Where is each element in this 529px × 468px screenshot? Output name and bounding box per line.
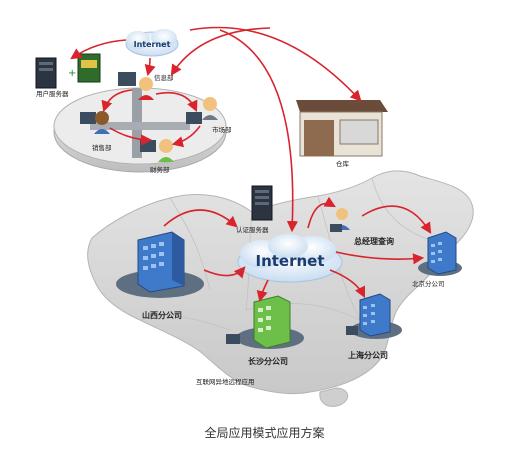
shanghai-branch: 上海分公司 [346,293,402,360]
arrow-marketing-to-finance [171,125,201,148]
remote-app-label: 互联网异地远程应用 [196,377,255,386]
arrow-cloud-to-server [70,39,127,60]
it-dept-label: 信息部 [154,73,174,82]
arrow-cloud-to-beijing [335,251,425,265]
arrow-cloud-to-it [144,57,156,77]
internet-cloud-top: Internet [125,29,179,57]
shanghai-branch-label: 上海分公司 [348,350,388,360]
changsha-branch: 长沙分公司 [226,295,304,366]
arrow-shanxi-to-auth [163,209,238,228]
shanxi-branch-label: 山西分公司 [142,310,182,320]
internet-label-main: Internet [255,252,324,270]
beijing-branch-label: 北京分公司 [412,279,445,288]
arrow-cloud-to-gm [307,196,336,229]
internet-cloud-main: Internet [237,234,343,283]
changsha-branch-label: 长沙分公司 [248,356,288,366]
arrow-to-warehouse [189,26,362,102]
arrow-top-to-cloud [219,29,299,233]
diagram-caption: 全局应用模式应用方案 [204,426,325,440]
svg-text:+: + [68,68,76,79]
gm-query-avatar: 总经理查询 [330,208,394,246]
shanxi-branch: 山西分公司 [116,231,204,320]
connection-arrows [70,26,432,303]
gm-query-label: 总经理查询 [354,236,394,246]
arrow-sales-to-finance [109,127,153,146]
warehouse-label: 仓库 [336,159,350,168]
user-server-icon: + [35,53,101,89]
sales-staff-avatar [80,111,110,134]
sales-dept-label: 销售部 [92,143,112,152]
internet-label-top: Internet [134,40,171,49]
finance-dept-label: 财务部 [150,165,170,174]
warehouse: 仓库 [296,100,388,168]
arrow-cloud-to-shanghai [329,269,366,299]
it-staff-avatar [118,72,154,100]
headquarters-office: + 用户服务器 信息部 市场部 销售部 财务部 [35,53,232,174]
finance-staff-avatar [140,139,174,162]
user-server-label: 用户服务器 [36,89,69,98]
auth-server-icon: 认证服务器 [236,185,273,234]
marketing-staff-avatar [186,97,218,124]
auth-server-label: 认证服务器 [236,225,269,234]
arrow-it-to-sales [101,89,133,113]
beijing-branch: 北京分公司 [412,231,462,288]
marketing-dept-label: 市场部 [212,125,232,134]
arrow-gm-to-beijing [361,205,432,234]
arrow-it-to-top [170,27,271,76]
arrow-cloud-to-changsha [256,279,269,303]
arrow-shanxi-to-cloud [203,266,246,279]
arrow-it-to-marketing [155,91,198,113]
